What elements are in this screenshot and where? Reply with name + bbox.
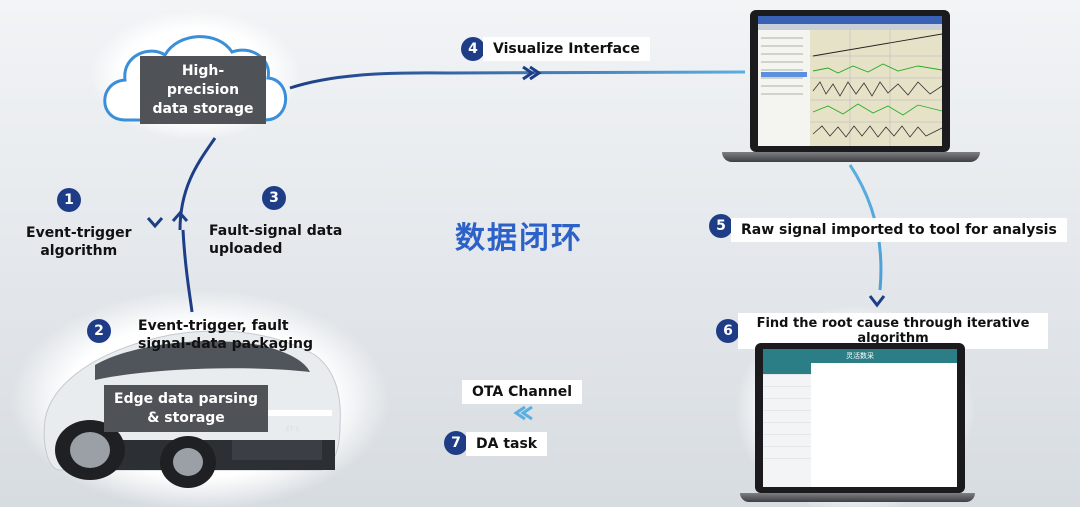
step-2-label: Event-trigger, fault signal-data packagi…: [138, 318, 313, 352]
path-upload-lower: [181, 229, 194, 313]
chevron-up-icon: [171, 210, 189, 222]
step-3-badge: 3: [262, 186, 286, 210]
chevron-right-icon: [522, 65, 535, 81]
car-image: [43, 330, 341, 488]
cloud-storage-box: High- precision data storage: [140, 56, 266, 124]
chevron-down-icon: [146, 217, 164, 229]
laptop-screen-2: 灵活数采: [755, 343, 965, 493]
step-5-badge: 5: [709, 214, 733, 238]
app-sidebar-item[interactable]: [763, 447, 811, 459]
app-sidebar-item[interactable]: [763, 411, 811, 423]
step-7-label: DA task: [466, 432, 548, 456]
app-sidebar-item[interactable]: [763, 363, 811, 375]
signal-plot-screen: [758, 16, 942, 146]
title-data-loop: 数据闭环: [455, 221, 583, 256]
step-4-badge: 4: [461, 37, 485, 61]
path-upload: [178, 137, 217, 231]
car-plate: ET·5: [286, 426, 299, 433]
step-7-badge: 7: [444, 431, 468, 455]
path-visualize: [289, 70, 746, 90]
edge-storage-box: Edge data parsing & storage: [104, 385, 268, 432]
step-4-label: Visualize Interface: [483, 37, 650, 61]
chevron-down-icon: [868, 295, 886, 308]
step-5-label: Raw signal imported to tool for analysis: [731, 218, 1067, 242]
step-1-badge: 1: [57, 188, 81, 212]
app-title-bar: 灵活数采: [763, 349, 957, 363]
chevron-left-icon: [513, 405, 526, 421]
edge-storage-label: Edge data parsing & storage: [114, 390, 258, 426]
app-sidebar-item[interactable]: [763, 387, 811, 399]
app-sidebar-item[interactable]: [763, 423, 811, 435]
laptop-base-2: [740, 493, 975, 502]
step-2-badge: 2: [87, 319, 111, 343]
chevron-left-icon: [520, 405, 533, 421]
app-sidebar: [763, 363, 811, 487]
laptop-app: 灵活数采: [740, 343, 975, 503]
cloud-storage-label: High- precision data storage: [152, 62, 254, 117]
laptop-analysis-tool: [722, 10, 980, 165]
signal-waveform: [758, 16, 942, 146]
step-3-label: Fault-signal data uploaded: [209, 223, 343, 257]
step-1-label: Event-trigger algorithm: [26, 225, 132, 259]
laptop-screen: [750, 10, 950, 152]
laptop-base: [722, 152, 980, 162]
app-sidebar-item[interactable]: [763, 375, 811, 387]
ota-channel-label: OTA Channel: [462, 380, 582, 404]
app-sidebar-item[interactable]: [763, 399, 811, 411]
step-6-badge: 6: [716, 319, 740, 343]
chevron-right-icon: [529, 65, 542, 81]
app-screen: 灵活数采: [763, 349, 957, 487]
app-sidebar-item[interactable]: [763, 435, 811, 447]
